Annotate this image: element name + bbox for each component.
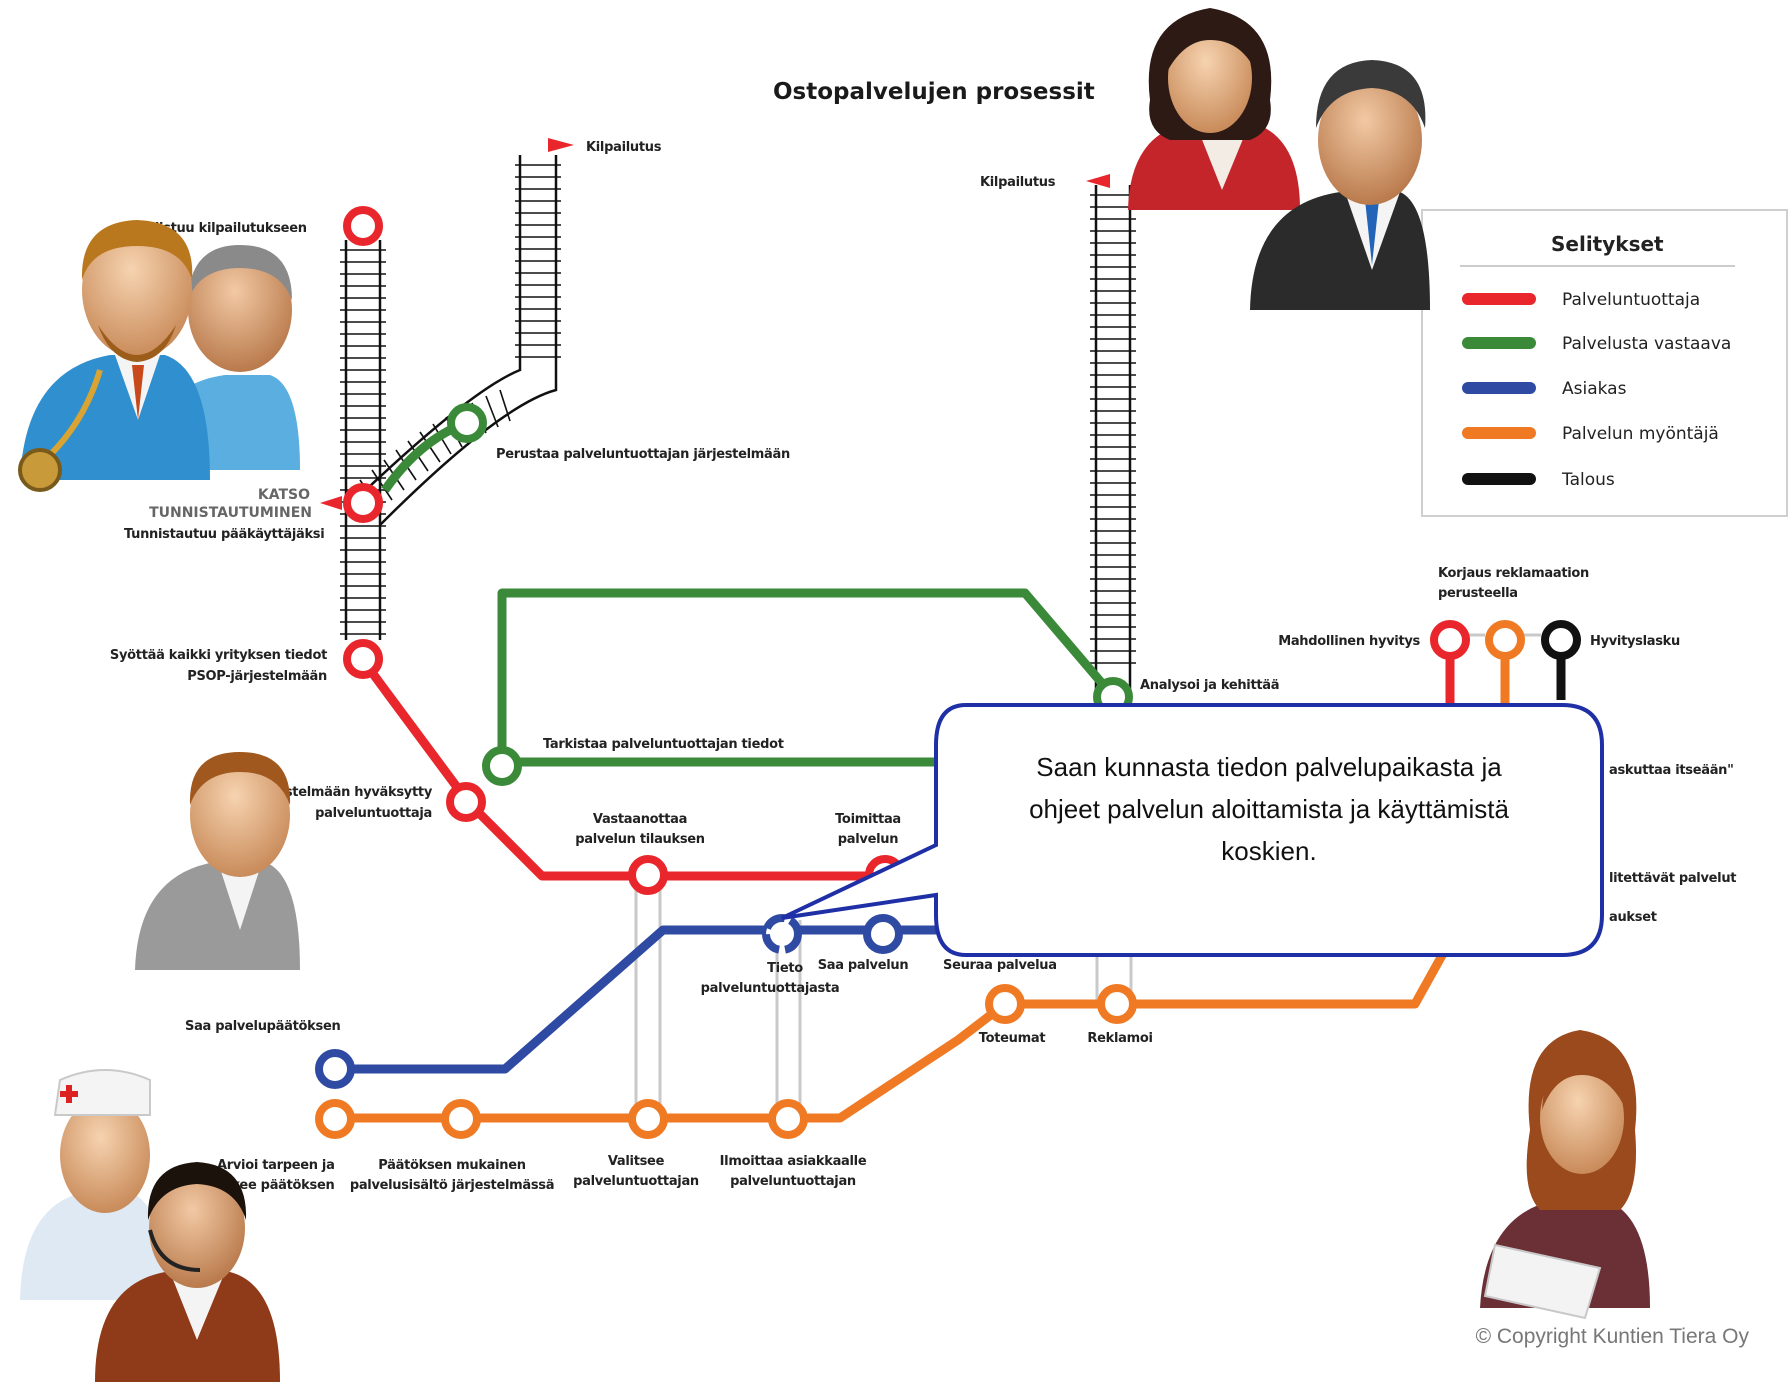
label-syottaa-1: Syöttää kaikki yrityksen tiedot bbox=[110, 648, 327, 663]
label-valitsee-2: palveluntuottajan bbox=[573, 1174, 699, 1189]
station-tieto bbox=[762, 914, 802, 954]
callout-line-1: Saan kunnasta tiedon palvelupaikasta ja bbox=[1036, 752, 1502, 782]
label-tunnistautuu: Tunnistautuu pääkäyttäjäksi bbox=[124, 527, 324, 542]
svg-text:Talous: Talous bbox=[1561, 470, 1615, 490]
station-jarjestelmaan bbox=[446, 782, 486, 822]
label-hyvityslasku: Hyvityslasku bbox=[1590, 634, 1680, 649]
station-vastaanottaa bbox=[628, 855, 668, 895]
label-kilpailutus-right: Kilpailutus bbox=[980, 175, 1056, 190]
label-ilmoittaa-1: Ilmoittaa asiakkaalle bbox=[720, 1154, 867, 1169]
station-reklamoi bbox=[1097, 984, 1137, 1024]
station-saa-palvelun bbox=[863, 914, 903, 954]
legend: Selitykset Palveluntuottaja Palvelusta v… bbox=[1421, 209, 1788, 517]
station-perustaa bbox=[447, 403, 487, 443]
doctor-nurse-icon bbox=[18, 220, 300, 492]
label-katso-2: TUNNISTAUTUMINEN bbox=[149, 505, 312, 521]
station-saa-paatoksen bbox=[315, 1049, 355, 1089]
station-arvioi bbox=[315, 1099, 355, 1139]
svg-text:Palvelun myöntäjä: Palvelun myöntäjä bbox=[1562, 424, 1719, 444]
label-valitsee-1: Valitsee bbox=[608, 1154, 665, 1169]
legend-item: Palvelusta vastaava bbox=[1462, 334, 1731, 354]
legend-item: Palvelun myöntäjä bbox=[1462, 424, 1719, 444]
label-jarjestelmaan-1: Järjestelmään hyväksytty bbox=[252, 785, 433, 800]
label-korjaus-2: perusteella bbox=[1438, 586, 1518, 601]
label-toteumat: Toteumat bbox=[979, 1031, 1046, 1046]
label-tarkistaa: Tarkistaa palveluntuottajan tiedot bbox=[543, 737, 784, 752]
station-paatoksen bbox=[441, 1099, 481, 1139]
business-people-icon bbox=[1128, 8, 1430, 310]
legend-item: Palveluntuottaja bbox=[1462, 290, 1700, 310]
label-saa-palvelun: Saa palvelun bbox=[818, 958, 909, 973]
station-hyvityslasku bbox=[1541, 620, 1581, 660]
label-laskutettavat: litettävät palvelut bbox=[1609, 871, 1736, 886]
station-toteumat bbox=[985, 984, 1025, 1024]
legend-item: Asiakas bbox=[1462, 379, 1627, 399]
railway-right bbox=[1090, 185, 1136, 700]
stations bbox=[315, 206, 1581, 1139]
svg-text:Asiakas: Asiakas bbox=[1562, 379, 1627, 399]
label-seuraa: Seuraa palvelua bbox=[943, 958, 1057, 973]
page-title: Ostopalvelujen prosessit bbox=[773, 79, 1095, 105]
railway-branch bbox=[349, 155, 561, 526]
legend-title: Selitykset bbox=[1551, 232, 1664, 256]
station-valitsee bbox=[628, 1099, 668, 1139]
copyright: © Copyright Kuntien Tiera Oy bbox=[1476, 1325, 1750, 1348]
flag-icon bbox=[320, 138, 1110, 510]
label-toimittaa-1: Toimittaa bbox=[835, 812, 901, 827]
label-saa-paatoksen: Saa palvelupäätöksen bbox=[185, 1019, 340, 1034]
station-tarkistaa bbox=[482, 746, 522, 786]
label-katso-1: KATSO bbox=[258, 487, 310, 503]
label-perustaa: Perustaa palveluntuottajan järjestelmään bbox=[496, 447, 790, 462]
callout-line-2: ohjeet palvelun aloittamista ja käyttämi… bbox=[1029, 794, 1509, 824]
legend-item: Talous bbox=[1462, 470, 1615, 490]
label-ilmoittaa-2: palveluntuottajan bbox=[730, 1174, 856, 1189]
man-icon bbox=[135, 752, 300, 970]
label-mahdollinen: Mahdollinen hyvitys bbox=[1278, 634, 1420, 649]
station-osallistuu bbox=[343, 206, 383, 246]
label-korjaus-1: Korjaus reklamaation bbox=[1438, 566, 1589, 581]
label-paatoksen-2: palvelusisältö järjestelmässä bbox=[350, 1178, 554, 1193]
station-korjaus bbox=[1485, 620, 1525, 660]
label-reklamoi: Reklamoi bbox=[1087, 1031, 1152, 1046]
label-kilpailutus-left: Kilpailutus bbox=[586, 140, 662, 155]
speech-callout: Saan kunnasta tiedon palvelupaikasta ja … bbox=[781, 703, 1604, 957]
nurse-operator-icon bbox=[20, 1069, 280, 1382]
label-tieto-2: palveluntuottajasta bbox=[701, 981, 840, 996]
woman-reading-icon bbox=[1480, 1030, 1650, 1320]
label-syottaa-2: PSOP-järjestelmään bbox=[187, 669, 327, 684]
label-jarjestelmaan-2: palveluntuottaja bbox=[315, 806, 432, 821]
label-tieto-1: Tieto bbox=[767, 961, 803, 976]
railway-left bbox=[340, 240, 386, 640]
svg-text:Palveluntuottaja: Palveluntuottaja bbox=[1562, 290, 1700, 310]
label-laskut: aukset bbox=[1609, 910, 1657, 925]
label-analysoi: Analysoi ja kehittää bbox=[1140, 678, 1279, 693]
station-labels: Kilpailutus Kilpailutus Osallistuu kilpa… bbox=[110, 140, 1737, 1193]
svg-text:Palvelusta vastaava: Palvelusta vastaava bbox=[1562, 334, 1731, 354]
callout-line-3: koskien. bbox=[1221, 836, 1316, 866]
label-vastaanottaa-2: palvelun tilauksen bbox=[575, 832, 705, 847]
label-toimittaa-2: palvelun bbox=[838, 832, 898, 847]
label-vastaanottaa-1: Vastaanottaa bbox=[593, 812, 687, 827]
label-paatoksen-1: Päätöksen mukainen bbox=[378, 1158, 525, 1173]
label-arvioi-2: tekee päätöksen bbox=[217, 1178, 334, 1193]
station-ilmoittaa bbox=[768, 1099, 808, 1139]
station-tunnistautuu bbox=[343, 483, 383, 523]
label-arvioi-1: Arvioi tarpeen ja bbox=[217, 1158, 335, 1173]
station-mahdollinen bbox=[1430, 620, 1470, 660]
station-syottaa bbox=[343, 639, 383, 679]
label-laskuttaa: askuttaa itseään" bbox=[1609, 763, 1734, 778]
